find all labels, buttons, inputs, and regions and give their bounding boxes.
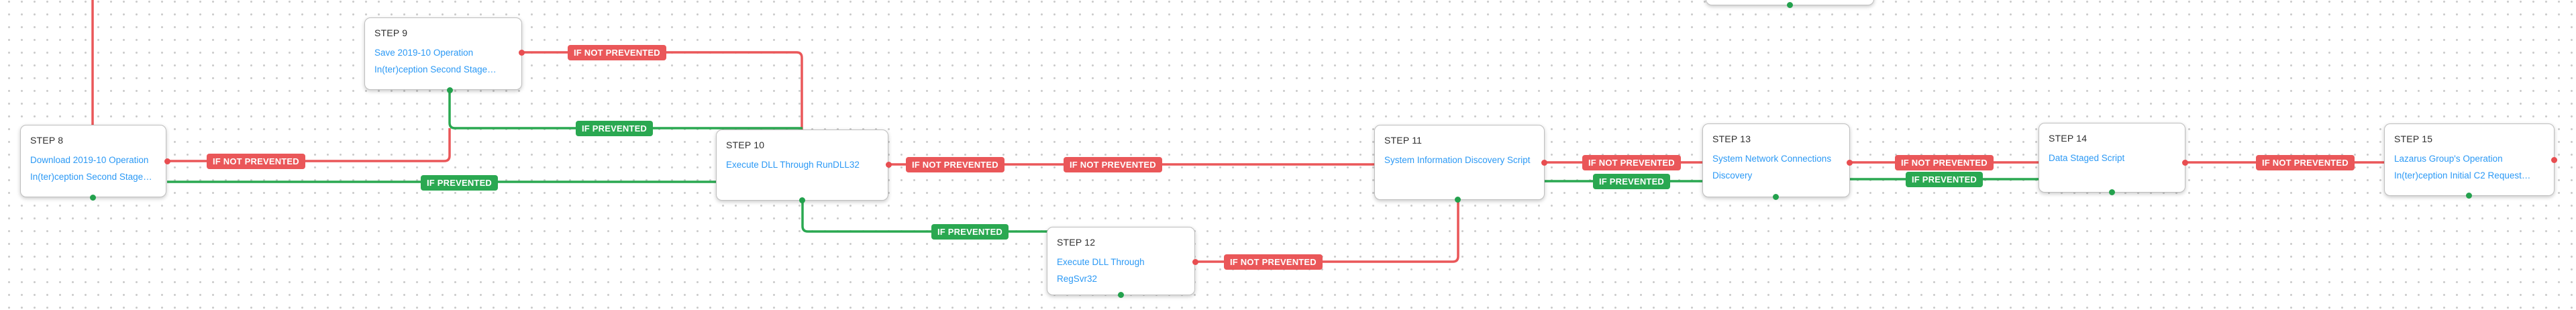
edge-label-prevented: IF PREVENTED <box>931 224 1009 240</box>
connector-handle-out[interactable] <box>1541 160 1547 166</box>
edge-label-not-prevented: IF NOT PREVENTED <box>207 154 305 169</box>
step-number-label: STEP 14 <box>2049 133 2088 144</box>
step-node-14[interactable]: STEP 14 Data Staged Script <box>2039 123 2185 193</box>
edge-step9-not-prevented <box>521 51 803 130</box>
step-title-link[interactable]: Execute DLL Through RegSvr32 <box>1057 257 1145 284</box>
edge-label-prevented: IF PREVENTED <box>1593 174 1671 189</box>
edge-label-not-prevented: IF NOT PREVENTED <box>568 45 666 60</box>
step-number-label: STEP 13 <box>1712 134 1751 144</box>
step-title-link[interactable]: Lazarus Group's Operation In(ter)ception… <box>2394 154 2531 180</box>
step-number-label: STEP 10 <box>726 140 765 150</box>
connector-handle-out[interactable] <box>1847 160 1853 166</box>
connector-handle-bottom[interactable] <box>1773 194 1779 200</box>
connector-handle-out[interactable] <box>1192 259 1198 265</box>
edge-label-not-prevented: IF NOT PREVENTED <box>2256 155 2355 170</box>
step-number-label: STEP 11 <box>1384 135 1423 146</box>
connector-handle-out[interactable] <box>886 162 892 168</box>
edge-label-prevented: IF PREVENTED <box>576 121 654 136</box>
step-title-link[interactable]: Save 2019-10 Operation In(ter)ception Se… <box>374 48 497 74</box>
step-node-15[interactable]: STEP 15 Lazarus Group's Operation In(ter… <box>2384 123 2555 196</box>
step-node-13[interactable]: STEP 13 System Network Connections Disco… <box>1702 123 1850 197</box>
edge-step8-not-prevented <box>167 128 451 162</box>
connector-handle-out[interactable] <box>2551 157 2557 163</box>
edge-label-not-prevented: IF NOT PREVENTED <box>1582 155 1681 170</box>
edge-label-not-prevented: IF NOT PREVENTED <box>1064 157 1162 172</box>
connector-handle-bottom[interactable] <box>799 197 805 203</box>
connector-handle-out[interactable] <box>164 158 170 164</box>
step-title-link[interactable]: System Information Discovery Script <box>1384 155 1531 165</box>
connector-handle-bottom[interactable] <box>2466 193 2472 199</box>
connector-handle-bottom[interactable] <box>447 87 453 93</box>
connector-handle-out[interactable] <box>2182 160 2188 166</box>
connector-handle-bottom[interactable] <box>90 195 96 201</box>
connector-handle-bottom[interactable] <box>2109 189 2115 195</box>
step-node-11[interactable]: STEP 11 System Information Discovery Scr… <box>1374 125 1545 200</box>
edge-label-not-prevented: IF NOT PREVENTED <box>1895 155 1994 170</box>
edge-step9-prevented <box>448 91 803 130</box>
edge-label-prevented: IF PREVENTED <box>1906 172 1983 187</box>
edge-label-prevented: IF PREVENTED <box>421 175 499 191</box>
step-title-link[interactable]: Execute DLL Through RunDLL32 <box>726 160 860 170</box>
edge-label-not-prevented: IF NOT PREVENTED <box>1224 254 1323 270</box>
step-node-10[interactable]: STEP 10 Execute DLL Through RunDLL32 <box>716 130 888 201</box>
step-title-link[interactable]: Data Staged Script <box>2049 153 2125 163</box>
connector-handle-bottom[interactable] <box>1118 292 1124 298</box>
connector-handle-bottom[interactable] <box>1787 2 1793 8</box>
step-number-label: STEP 9 <box>374 28 408 38</box>
connector-handle-bottom[interactable] <box>1455 197 1461 203</box>
step-title-link[interactable]: System Network Connections Discovery <box>1712 154 1832 180</box>
step-node-12[interactable]: STEP 12 Execute DLL Through RegSvr32 <box>1047 227 1195 295</box>
step-number-label: STEP 15 <box>2394 134 2433 144</box>
connector-handle-out[interactable] <box>519 50 525 56</box>
step-number-label: STEP 12 <box>1057 237 1096 248</box>
step-title-link[interactable]: Download 2019-10 Operation In(ter)ceptio… <box>30 155 152 182</box>
step-node-9[interactable]: STEP 9 Save 2019-10 Operation In(ter)cep… <box>364 17 522 90</box>
step-node-8[interactable]: STEP 8 Download 2019-10 Operation In(ter… <box>20 125 166 197</box>
edge-step10-prevented <box>801 200 1047 233</box>
edge-step12-not-prevented <box>1195 199 1459 263</box>
edge-label-not-prevented: IF NOT PREVENTED <box>906 157 1004 172</box>
step-number-label: STEP 8 <box>30 135 64 146</box>
